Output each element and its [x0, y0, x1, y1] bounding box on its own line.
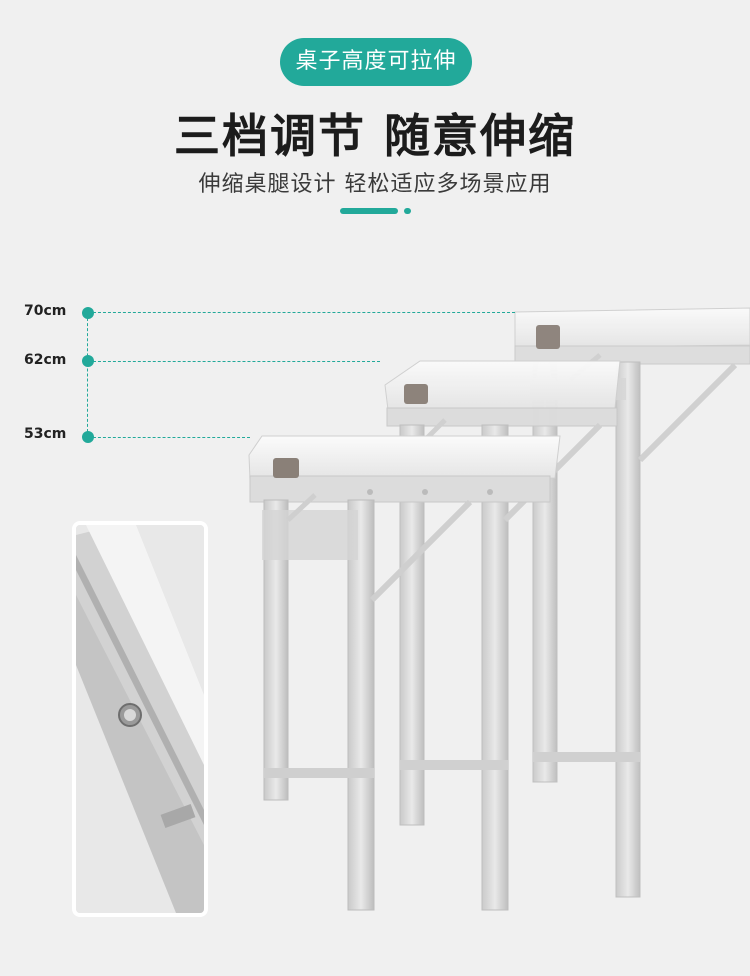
accent-dot [404, 208, 411, 214]
table-62cm [384, 360, 621, 911]
height-label-62: 62cm [24, 352, 67, 368]
page-subtitle: 伸缩桌腿设计 轻松适应多场景应用 [198, 172, 552, 197]
feature-badge: 桌子高度可拉伸 [280, 38, 472, 86]
table-53cm [248, 435, 561, 911]
height-dot-70 [82, 307, 94, 319]
leg-lock-closeup [72, 521, 208, 917]
accent-bar [340, 208, 398, 214]
height-label-70: 70cm [24, 303, 67, 319]
height-line-70 [88, 312, 515, 313]
leg-lock-closeup-image [76, 525, 204, 913]
height-line-53 [88, 437, 250, 438]
height-label-53: 53cm [24, 426, 67, 442]
height-axis-line [87, 313, 88, 437]
height-line-62 [88, 361, 380, 362]
page-title: 三档调节 随意伸缩 [173, 109, 576, 163]
